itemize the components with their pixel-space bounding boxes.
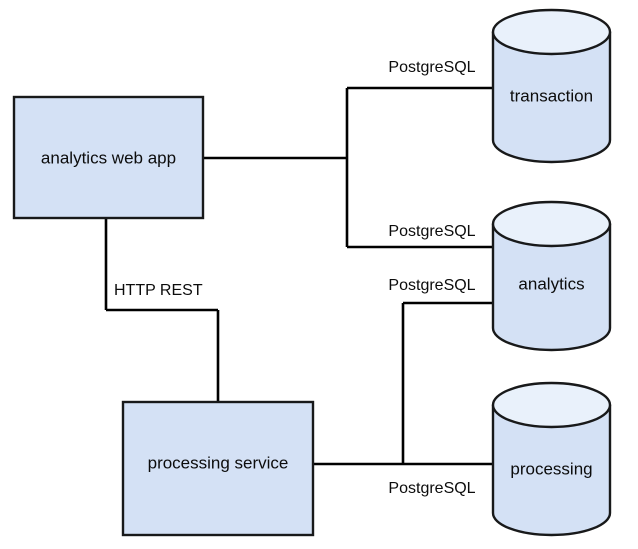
node-analytics-db[interactable]: analytics	[491, 200, 612, 352]
transaction-db-cylinder-body	[491, 30, 612, 164]
edge-label-processing-service-to-processing: PostgreSQL	[388, 480, 475, 497]
processing-db-cylinder-body	[491, 403, 612, 537]
node-transaction-db[interactable]: transaction	[491, 8, 612, 164]
edge-processing-service-to-analytics[interactable]	[401, 301, 495, 464]
node-processing-db[interactable]: processing	[491, 381, 612, 537]
edge-label-webapp-to-processing-service: HTTP REST	[114, 282, 203, 299]
analytics-db-cylinder-top	[491, 200, 612, 248]
edge-webapp-to-transaction[interactable]	[203, 86, 495, 247]
edge-label-webapp-to-analytics: PostgreSQL	[388, 223, 475, 240]
edge-webapp-to-processing-service[interactable]	[104, 218, 220, 402]
edge-label-processing-service-to-analytics: PostgreSQL	[388, 277, 475, 294]
analytics-web-app-rect	[12, 95, 205, 220]
node-processing-service[interactable]: processing service	[121, 400, 315, 537]
node-analytics-web-app[interactable]: analytics web app	[12, 95, 205, 220]
analytics-db-cylinder-body	[491, 222, 612, 352]
processing-db-cylinder-top	[491, 381, 612, 429]
transaction-db-cylinder-top	[491, 8, 612, 56]
edge-label-webapp-to-transaction: PostgreSQL	[388, 59, 475, 76]
processing-service-rect	[121, 400, 315, 537]
